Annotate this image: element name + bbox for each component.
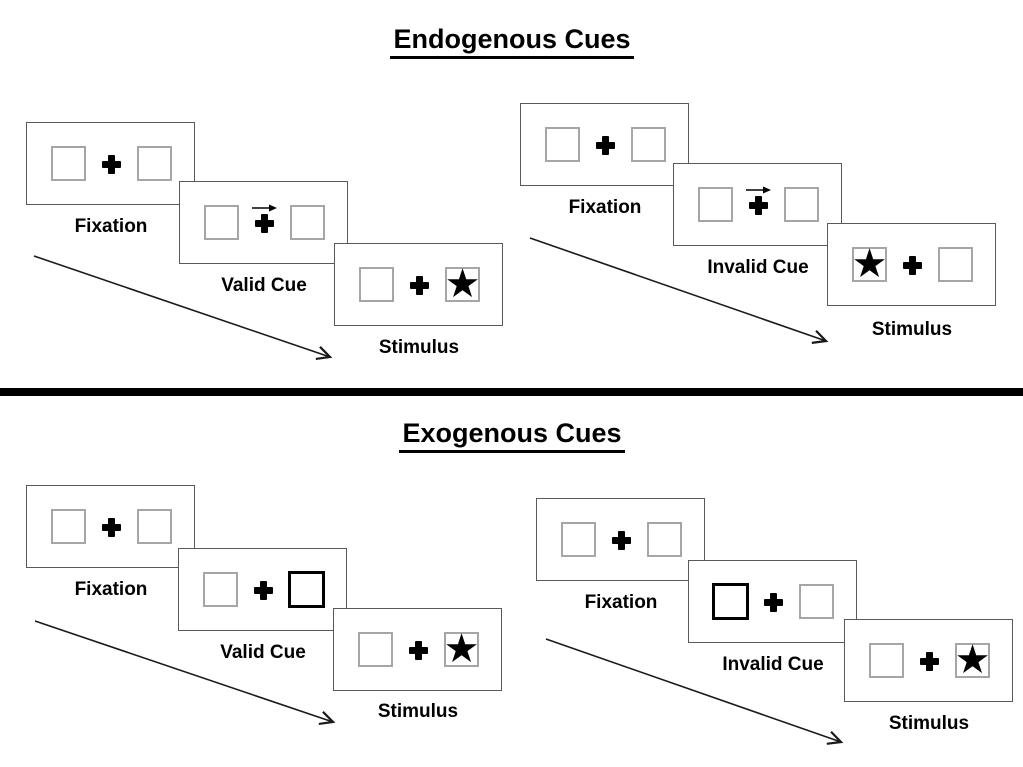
fixation-cross-icon xyxy=(410,276,429,295)
fixation-cross-icon xyxy=(764,593,783,612)
right-placeholder-box xyxy=(137,146,172,181)
fixation-label: Fixation xyxy=(74,216,148,237)
fixation-panel xyxy=(26,122,195,205)
invalid-cue-panel xyxy=(673,163,842,246)
right-placeholder-box xyxy=(631,127,666,162)
right-highlighted-cue-box xyxy=(288,571,325,608)
star-icon: ★ xyxy=(443,626,480,672)
time-arrow xyxy=(529,237,829,344)
fixation-cross-icon xyxy=(255,214,274,233)
right-placeholder-box xyxy=(938,247,973,282)
right-target-box: ★ xyxy=(954,637,991,683)
right-target-box: ★ xyxy=(444,261,481,307)
valid-cue-label: Valid Cue xyxy=(221,275,307,296)
fixation-cross-icon xyxy=(596,136,615,155)
section-title-endogenous-text: Endogenous Cues xyxy=(390,24,634,59)
left-placeholder-box xyxy=(358,632,393,667)
invalid-cue-panel xyxy=(688,560,857,643)
right-placeholder-box xyxy=(647,522,682,557)
section-divider xyxy=(0,388,1023,396)
fixation-label: Fixation xyxy=(568,197,642,218)
stimulus-panel: ★ xyxy=(333,608,502,691)
left-placeholder-box xyxy=(869,643,904,678)
fixation-panel xyxy=(520,103,689,186)
right-placeholder-box xyxy=(799,584,834,619)
fixation-cross-icon xyxy=(254,581,273,600)
fixation-cross-icon xyxy=(920,652,939,671)
valid-cue-panel xyxy=(179,181,348,264)
fixation-cross-icon xyxy=(749,196,768,215)
left-placeholder-box xyxy=(203,572,238,607)
stimulus-label: Stimulus xyxy=(871,319,953,340)
section-title-exogenous-text: Exogenous Cues xyxy=(399,418,625,453)
cue-arrow-right-icon xyxy=(746,186,771,194)
fixation-panel xyxy=(536,498,705,581)
time-arrow xyxy=(33,255,333,361)
right-placeholder-box xyxy=(290,205,325,240)
left-placeholder-box xyxy=(204,205,239,240)
fixation-label: Fixation xyxy=(74,579,148,600)
star-icon: ★ xyxy=(851,241,888,287)
fixation-cross-icon xyxy=(612,531,631,550)
left-highlighted-cue-box xyxy=(712,583,749,620)
right-placeholder-box xyxy=(137,509,172,544)
fixation-panel xyxy=(26,485,195,568)
stimulus-panel: ★ xyxy=(334,243,503,326)
star-icon: ★ xyxy=(444,261,481,307)
stimulus-label: Stimulus xyxy=(888,713,970,734)
invalid-cue-label: Invalid Cue xyxy=(722,654,824,675)
section-title-endogenous: Endogenous Cues xyxy=(12,24,1012,59)
left-placeholder-box xyxy=(698,187,733,222)
right-placeholder-box xyxy=(784,187,819,222)
left-placeholder-box xyxy=(51,146,86,181)
stimulus-label: Stimulus xyxy=(377,701,459,722)
left-placeholder-box xyxy=(359,267,394,302)
left-placeholder-box xyxy=(545,127,580,162)
fixation-cross-icon xyxy=(102,155,121,174)
cue-arrow-right-icon xyxy=(252,204,277,212)
fixation-cross-icon xyxy=(102,518,121,537)
right-target-box: ★ xyxy=(443,626,480,672)
star-icon: ★ xyxy=(954,637,991,683)
time-arrow xyxy=(545,638,844,745)
fixation-cross-icon xyxy=(409,641,428,660)
valid-cue-label: Valid Cue xyxy=(220,642,306,663)
stimulus-panel: ★ xyxy=(844,619,1013,702)
left-target-box: ★ xyxy=(851,241,888,287)
fixation-label: Fixation xyxy=(584,592,658,613)
fixation-cross-icon xyxy=(903,256,922,275)
left-placeholder-box xyxy=(51,509,86,544)
stimulus-panel: ★ xyxy=(827,223,996,306)
valid-cue-panel xyxy=(178,548,347,631)
invalid-cue-label: Invalid Cue xyxy=(707,257,809,278)
stimulus-label: Stimulus xyxy=(378,337,460,358)
section-title-exogenous: Exogenous Cues xyxy=(12,418,1012,453)
left-placeholder-box xyxy=(561,522,596,557)
time-arrow xyxy=(34,620,336,726)
